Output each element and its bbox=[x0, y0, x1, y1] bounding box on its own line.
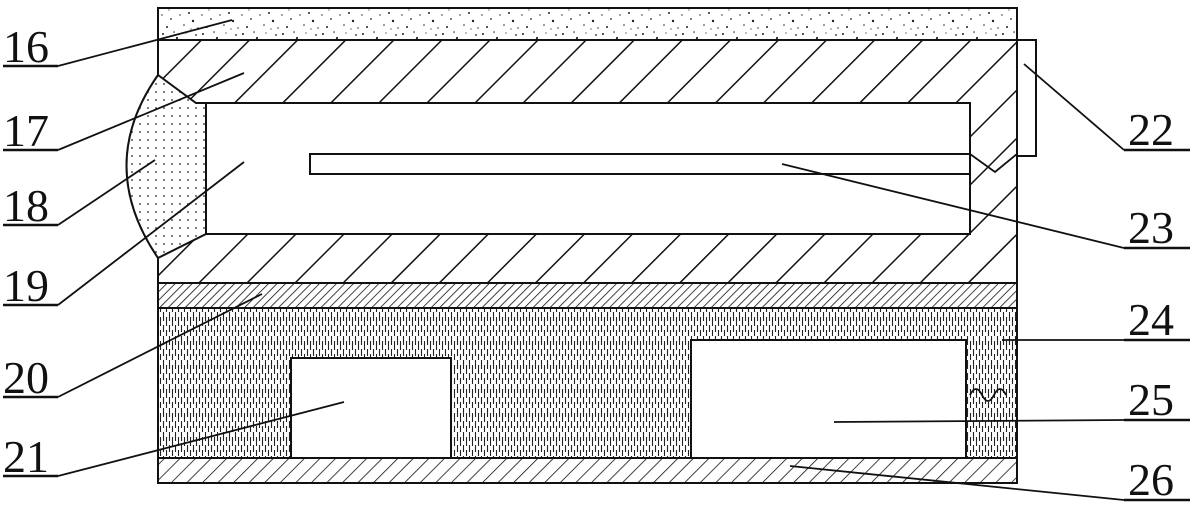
leader-25 bbox=[833, 419, 1125, 423]
bottom-plate-26 bbox=[157, 457, 1018, 484]
leader-23 bbox=[781, 163, 1125, 249]
label-24: 24 bbox=[1128, 294, 1174, 345]
leader-20 bbox=[57, 293, 263, 398]
label-21: 21 bbox=[3, 431, 49, 482]
cavity-21 bbox=[290, 357, 452, 459]
leader-17 bbox=[57, 72, 245, 151]
leader-19 bbox=[57, 161, 245, 306]
cavity-25 bbox=[690, 339, 967, 459]
top-layer-16 bbox=[157, 7, 1018, 41]
label-17: 17 bbox=[3, 105, 49, 156]
leader-21 bbox=[57, 401, 345, 477]
label-20: 20 bbox=[3, 352, 49, 403]
leader-16 bbox=[57, 19, 233, 67]
label-23: 23 bbox=[1128, 202, 1174, 253]
leader-25-squiggle bbox=[969, 388, 1007, 402]
wall-notch bbox=[969, 153, 1018, 174]
label-22: 22 bbox=[1128, 104, 1174, 155]
label-25: 25 bbox=[1128, 374, 1174, 425]
leader-22 bbox=[1023, 63, 1125, 151]
layer-20 bbox=[157, 282, 1018, 309]
leader-18 bbox=[57, 159, 156, 226]
label-16: 16 bbox=[3, 21, 49, 72]
side-part-22 bbox=[1016, 39, 1037, 157]
lens-18 bbox=[125, 73, 207, 260]
label-19: 19 bbox=[3, 260, 49, 311]
label-26: 26 bbox=[1128, 454, 1174, 505]
leader-26 bbox=[789, 465, 1125, 501]
slot-23 bbox=[309, 153, 971, 175]
label-18: 18 bbox=[3, 180, 49, 231]
